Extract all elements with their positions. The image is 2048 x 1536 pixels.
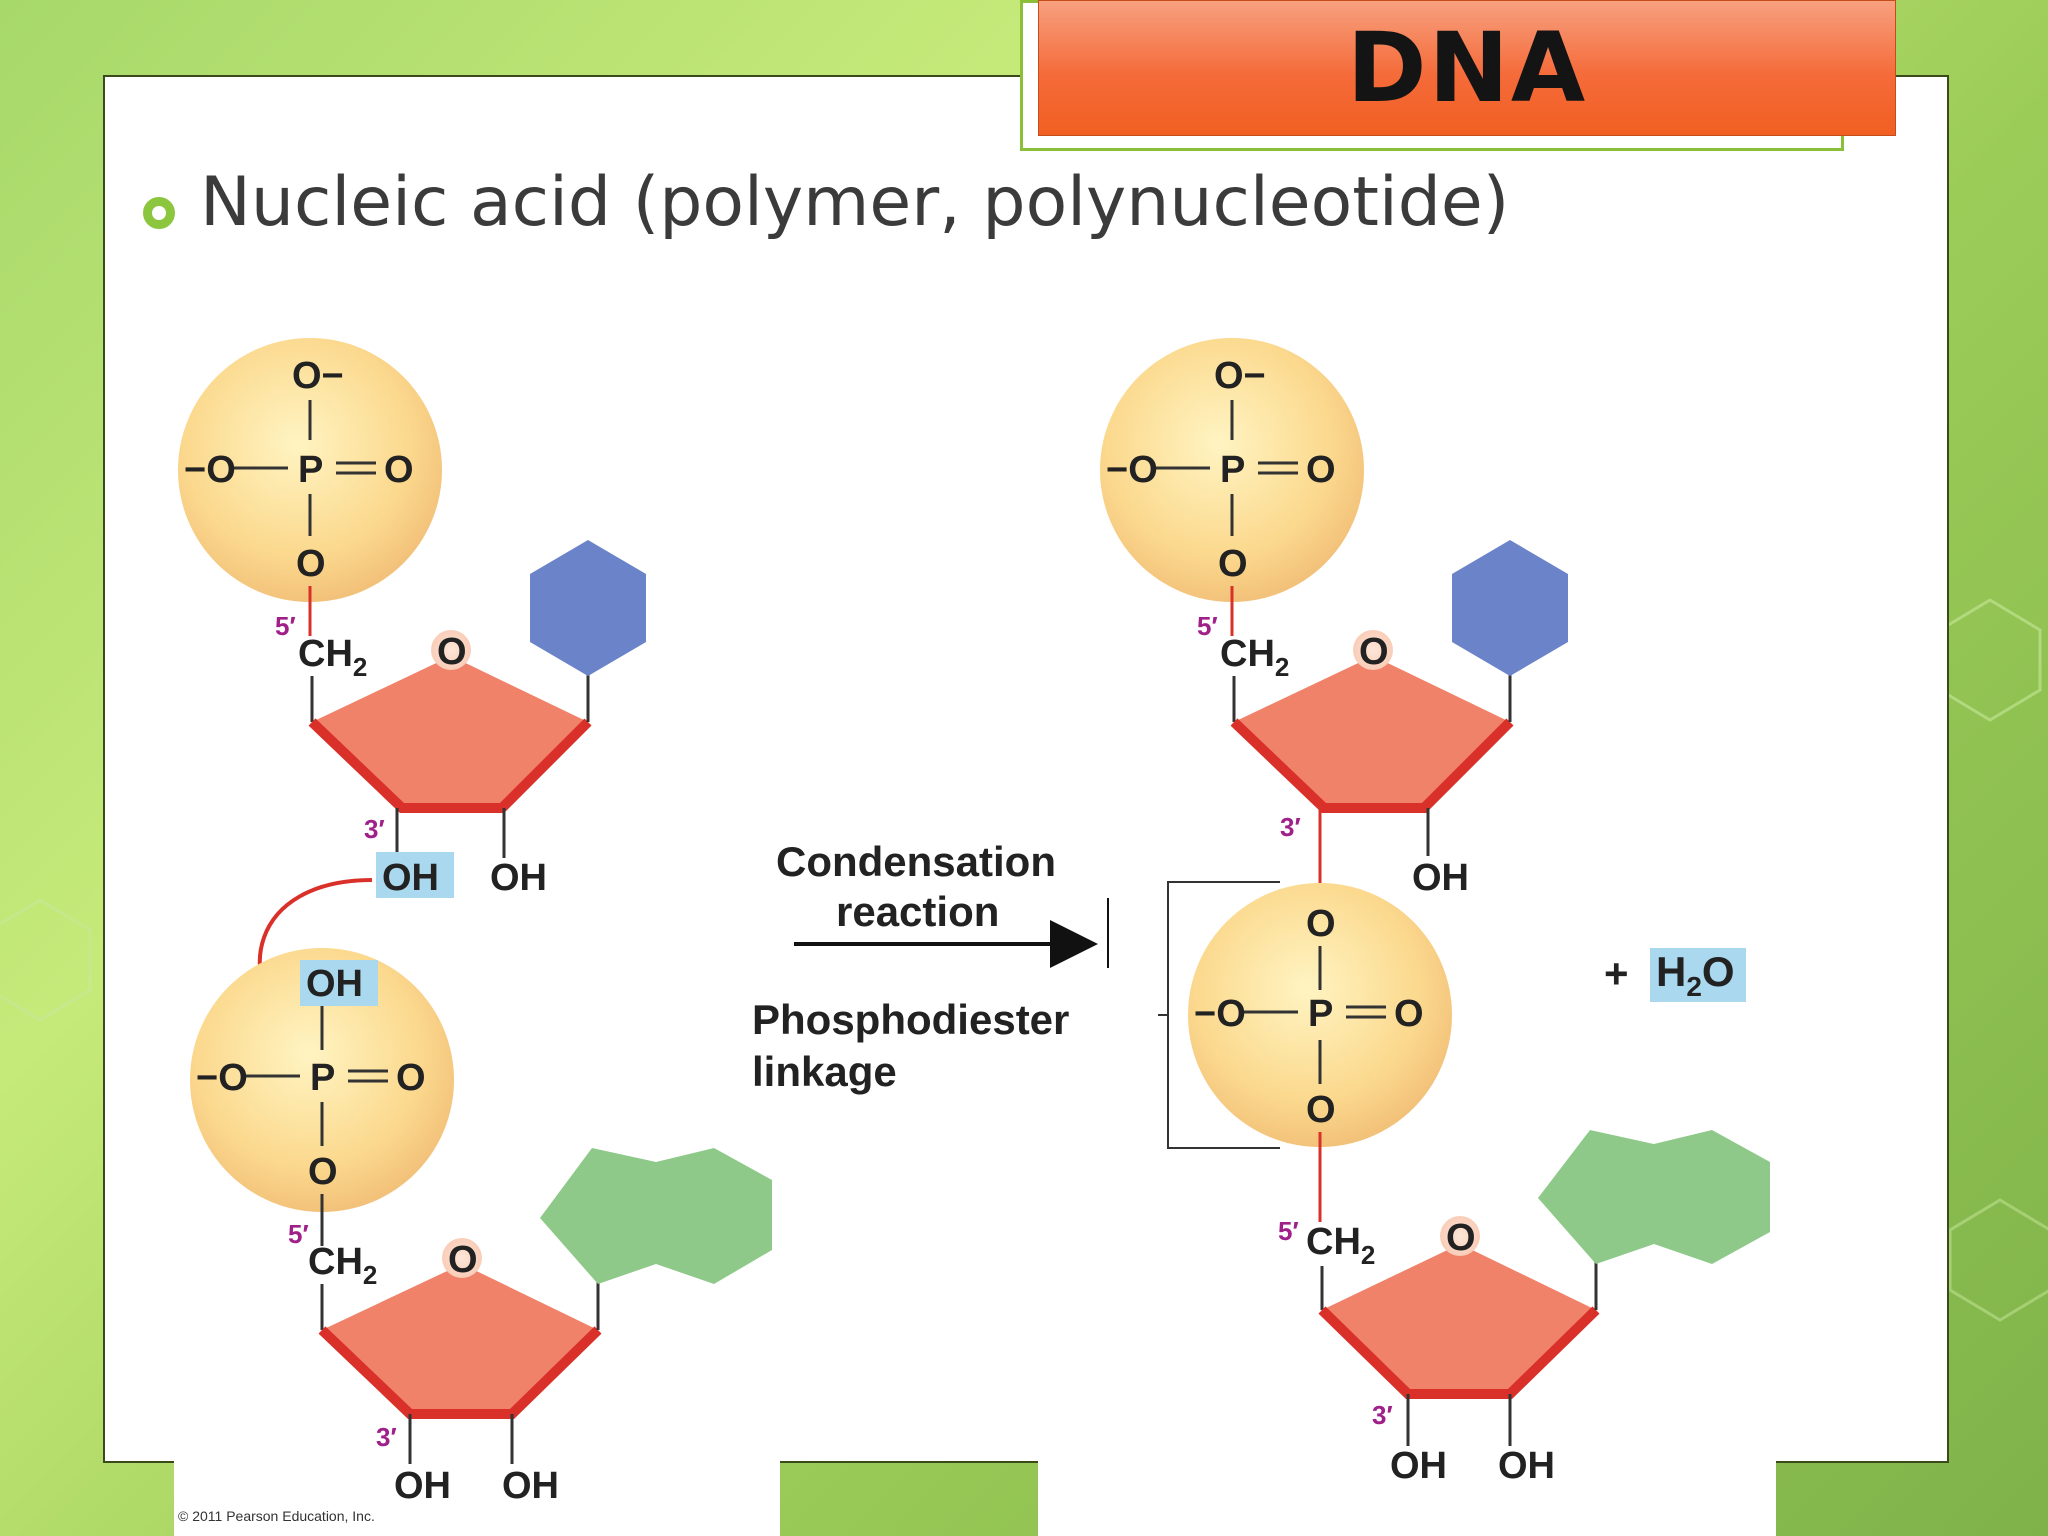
reaction-label-line2: reaction <box>836 888 999 935</box>
pyrimidine-base <box>1452 540 1568 676</box>
phosphate-oxygen-bottom: O <box>1218 543 1248 585</box>
phosphate-oh: OH <box>306 963 363 1005</box>
linking-oxygen-top: O <box>1306 903 1336 945</box>
oh-highlight <box>376 852 454 898</box>
phosphate-oxygen-bottom: O <box>1306 1089 1336 1131</box>
prime-5-label: 5′ <box>1197 611 1218 641</box>
prime-3-label: 3′ <box>364 814 385 844</box>
phosphate-group <box>190 948 454 1212</box>
oh-3prime: OH <box>382 857 439 899</box>
phosphate-oxygen-top: O− <box>1214 355 1266 397</box>
sugar-ring <box>312 656 588 808</box>
oh-2prime: OH <box>1412 857 1469 899</box>
prime-5-label: 5′ <box>275 611 296 641</box>
phosphate-oxygen-bottom: O <box>296 543 326 585</box>
phosphate-oxygen-right: O <box>1394 993 1424 1035</box>
purine-base-pentagon <box>1538 1130 1654 1264</box>
right-dinucleotide: O− −O P O O 5′ CH2 O 3′ OH O −O P O O 5′ <box>1100 338 1770 1487</box>
linkage-label-line2: linkage <box>752 1048 897 1095</box>
image-strip-left <box>174 1458 780 1536</box>
oh-2prime: OH <box>490 857 547 899</box>
reaction-label-line1: Condensation <box>776 838 1056 885</box>
phosphate-oxygen-top: O− <box>292 355 344 397</box>
phosphate-group <box>1100 338 1364 602</box>
sugar-ring <box>1322 1244 1596 1394</box>
oh-3prime: OH <box>394 1465 451 1507</box>
purine-base-hexagon <box>1654 1130 1770 1264</box>
ring-oxygen: O <box>1446 1217 1476 1259</box>
plus-sign: + <box>1604 950 1629 997</box>
phosphate-group <box>178 338 442 602</box>
bullet-text: Nucleic acid (polymer, polynucleotide) <box>200 163 1510 242</box>
phosphorus-atom: P <box>298 449 323 491</box>
prime-3-label: 3′ <box>376 1422 397 1452</box>
sugar-ring <box>322 1264 598 1414</box>
phosphate-oxygen-right: O <box>1306 449 1336 491</box>
oh-2prime: OH <box>502 1465 559 1507</box>
ch2-label: CH2 <box>1220 633 1289 682</box>
prime-3-label: 3′ <box>1372 1400 1393 1430</box>
ring-oxygen: O <box>448 1239 478 1281</box>
pyrimidine-base <box>530 540 646 676</box>
copyright-notice: © 2011 Pearson Education, Inc. <box>178 1508 375 1524</box>
linkage-label-line1: Phosphodiester <box>752 996 1069 1043</box>
left-top-nucleotide: O− −O P O O 5′ CH2 O 3′ OH OH <box>178 338 646 899</box>
phosphate-oxygen-left: −O <box>1106 449 1158 491</box>
slide-title: DNA <box>1346 12 1588 124</box>
image-strip-right <box>1038 1458 1776 1536</box>
phosphate-oxygen-right: O <box>384 449 414 491</box>
ch2-label: CH2 <box>298 633 367 682</box>
ring-oxygen: O <box>1359 631 1389 673</box>
ch2-label: CH2 <box>1306 1221 1375 1270</box>
linking-phosphate-group <box>1188 883 1452 1147</box>
prime-5-label: 5′ <box>288 1219 309 1249</box>
water-highlight <box>1650 948 1746 1002</box>
title-banner: DNA <box>1038 0 1896 136</box>
phosphate-oxygen-left: −O <box>196 1057 248 1099</box>
purine-base-pentagon <box>540 1148 656 1284</box>
water-molecule: H2O <box>1656 948 1735 1002</box>
ring-oxygen: O <box>437 631 467 673</box>
phosphorus-atom: P <box>310 1057 335 1099</box>
left-bottom-nucleotide: OH −O P O O 5′ CH2 O 3′ OH OH <box>190 948 772 1507</box>
phosphorus-atom: P <box>1220 449 1245 491</box>
oh-3prime: OH <box>1390 1445 1447 1487</box>
ch2-label: CH2 <box>308 1241 377 1290</box>
prime-5-label: 5′ <box>1278 1216 1299 1246</box>
phosphate-oxygen-left: −O <box>1194 993 1246 1035</box>
phosphate-oxygen-bottom: O <box>308 1151 338 1193</box>
phosphorus-atom: P <box>1308 993 1333 1035</box>
sugar-ring <box>1234 656 1510 808</box>
oh-2prime: OH <box>1498 1445 1555 1487</box>
purine-base-hexagon <box>656 1148 772 1284</box>
bullet-icon <box>143 197 175 229</box>
phosphate-oxygen-right: O <box>396 1057 426 1099</box>
prime-3-label: 3′ <box>1280 812 1301 842</box>
phosphate-oxygen-left: −O <box>184 449 236 491</box>
oh-highlight <box>300 960 378 1006</box>
